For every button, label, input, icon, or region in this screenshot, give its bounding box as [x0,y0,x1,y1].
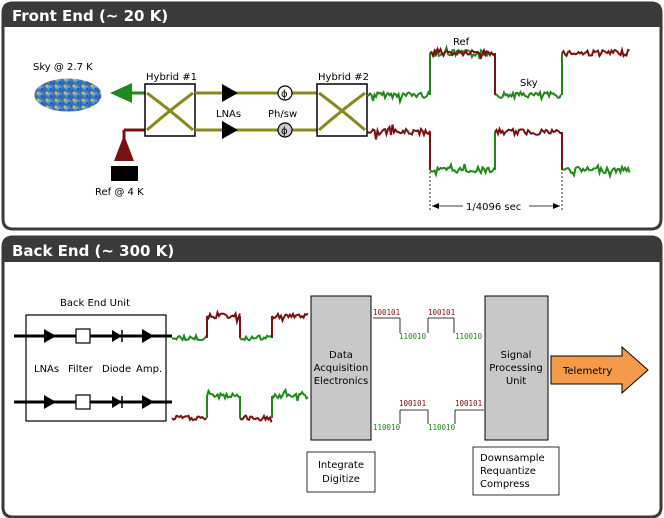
lna-phase-switch-chain: LNAs ϕ ϕ Ph/sw [195,84,317,139]
spu-block: Signal Processing Unit Downsample Requan… [472,295,560,496]
bits-high-bottom-2: 100101 [455,399,482,408]
phase-switch-bottom-icon [277,122,293,138]
be-diode-bottom-icon [112,396,122,408]
be-signal-segment [239,413,273,423]
chain-label-lnas: LNAs [34,364,59,375]
be-signal-segment [271,387,309,402]
daq-label-3: Electronics [314,376,369,387]
fe-top-green-high-segment [429,44,496,60]
bits-low-bottom-1: 110010 [373,423,401,432]
be-amp-bottom-icon [142,395,154,409]
front-end-trace-labels: Ref Sky 1/4096 sec [429,37,563,213]
chain-label-diode: Diode [102,364,131,375]
fe-top-ref-segment [561,46,630,59]
spu-note-2: Requantize [480,466,536,477]
ref-trace-label: Ref [453,37,470,48]
front-end-title: Front End (~ 20 K) [12,7,168,25]
be-diode-top-icon [112,330,122,342]
fe-bottom-sky-segment-2 [561,162,631,180]
hybrid-1: Hybrid #1 [144,72,197,137]
be-signal-segment [206,388,241,402]
ref-horn-icon [114,135,134,161]
spu-label-2: Processing [489,363,542,374]
be-lna-bottom-icon [44,395,56,409]
spu-note-3: Compress [480,479,530,490]
lna-bottom-icon [222,121,238,139]
telemetry-label: Telemetry [562,366,612,377]
fe-bottom-ref-segment-2 [494,126,562,138]
sky-source: Sky @ 2.7 K [33,62,145,113]
be-signal-segment [239,334,272,342]
daq-note-1: Integrate [318,460,364,471]
bits-high-bottom-1: 100101 [399,399,426,408]
be-filter-top-icon [75,328,91,344]
telemetry-arrow-icon [550,345,649,395]
bits-high-top-2: 100101 [428,308,455,317]
bits-low-bottom-2: 110010 [428,423,456,432]
lnas-label: LNAs [216,109,241,120]
period-label: 1/4096 sec [466,202,521,213]
ref-label: Ref @ 4 K [95,187,144,198]
front-end-output-traces [366,44,631,180]
hybrid-2: Hybrid #2 [316,72,369,137]
be-lna-top-icon [44,329,56,343]
sky-trace-label: Sky [520,78,538,89]
cmb-map-icon [33,77,103,113]
sky-horn-icon [110,83,132,103]
be-signal-segment [206,309,241,326]
back-end-unit: Back End Unit LNAs Filter Diode Amp. [14,298,172,422]
chain-label-amp: Amp. [136,364,162,375]
bits-low-top-2: 110010 [455,332,483,341]
phsw-label: Ph/sw [268,109,297,120]
back-end-unit-title: Back End Unit [60,298,130,309]
telemetry-arrow: Telemetry [550,345,649,395]
phase-symbol-bottom: ϕ [281,126,288,137]
lna-top-icon [222,84,238,102]
fe-bottom-sky-segment [429,161,496,178]
hybrid1-label: Hybrid #1 [146,72,197,83]
sky-label: Sky @ 2.7 K [33,62,93,73]
ref-load-icon [111,166,138,181]
be-filter-bottom-icon [75,394,91,410]
hybrid2-label: Hybrid #2 [318,72,369,83]
daq-label-2: Acquisition [314,363,369,374]
phase-switch-top-icon [277,85,293,101]
fe-top-ref-segment-1 [429,46,495,61]
be-amp-top-icon [142,329,154,343]
back-end-title: Back End (~ 300 K) [12,242,174,260]
digital-bit-streams: 100101 100101 110010 110010 100101 100101 1100… [373,308,484,432]
daq-label-1: Data [329,350,353,361]
be-signal-segment [171,414,208,422]
spu-label-1: Signal [501,350,532,361]
fe-top-sky-segment [366,89,431,106]
spu-label-3: Unit [506,376,526,387]
be-signal-segment [271,311,309,324]
bit-stream-line [399,409,484,424]
chain-label-filter: Filter [68,364,94,375]
spu-note-1: Downsample [480,453,545,464]
bits-high-top-1: 100101 [373,308,400,317]
be-signal-segment [171,332,208,342]
back-end-analog-traces [171,309,309,423]
fe-bottom-ref-segment [366,124,431,140]
daq-block: Data Acquisition Electronics Integrate D… [306,295,376,493]
bits-low-top-1: 110010 [399,332,427,341]
bit-stream-line [373,317,455,333]
phase-symbol-top: ϕ [281,89,288,100]
daq-note-2: Digitize [322,474,360,485]
ref-source: Ref @ 4 K [95,128,145,198]
fe-top-sky-segment-2 [494,89,562,103]
